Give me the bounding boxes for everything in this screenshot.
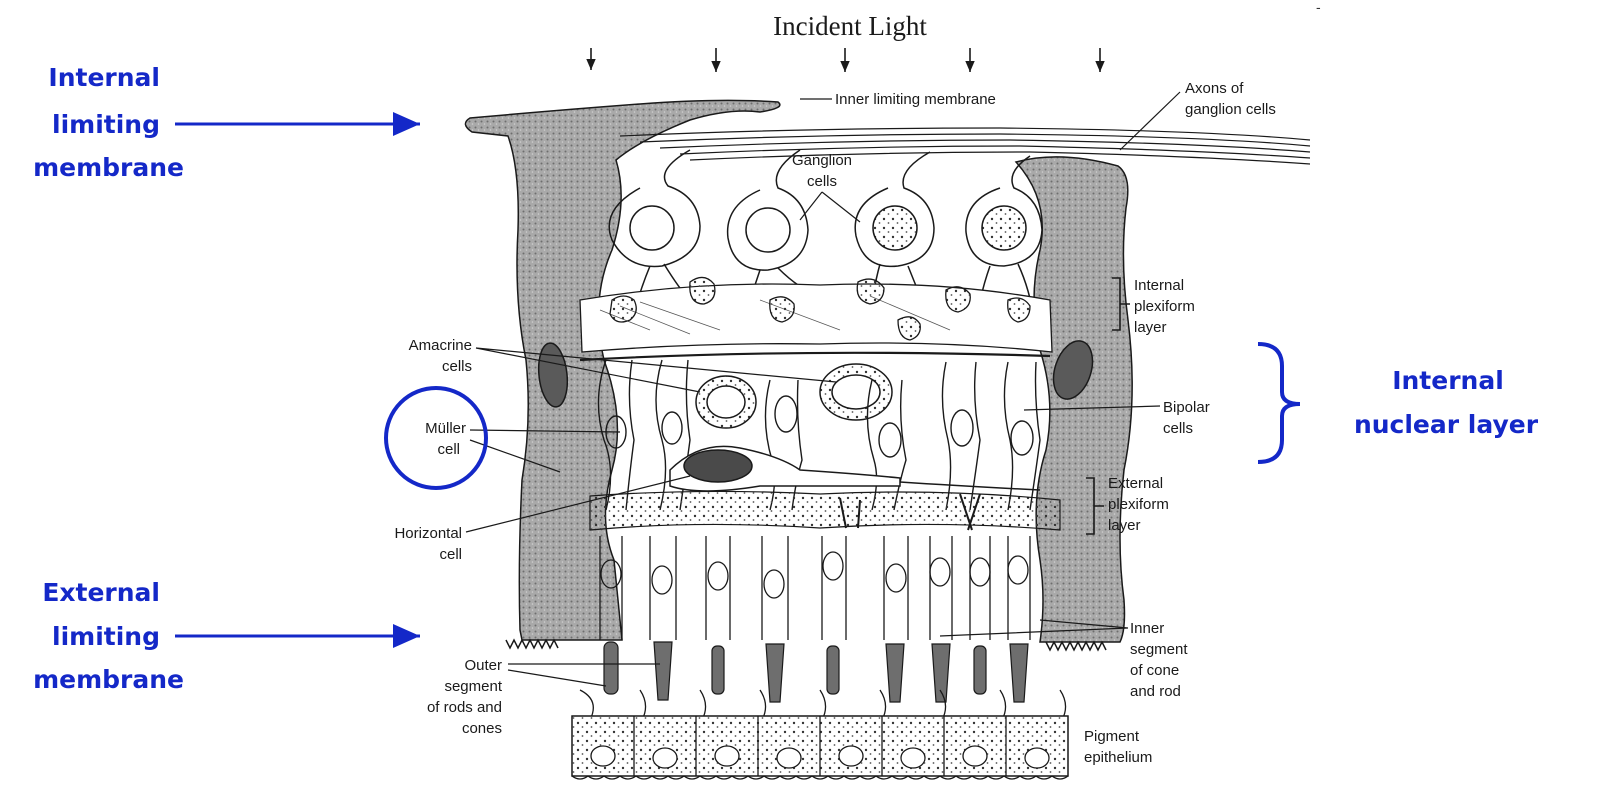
label-horizontal-line2: cell: [439, 546, 462, 563]
photoreceptor: [930, 536, 952, 640]
curly-brace: [1258, 344, 1300, 462]
bipolar-cell: [765, 380, 802, 510]
label-axons-line2: ganglion cells: [1185, 101, 1276, 118]
label-horizontal-line1: Horizontal: [394, 525, 462, 542]
outer-segments: [604, 642, 1028, 702]
annotation-internal-limiting-line1: Internal: [48, 63, 160, 92]
label-internal-plexiform-line2: plexiform: [1134, 298, 1195, 315]
incident-light: Incident Light -: [591, 0, 1321, 72]
label-ganglion-line1: Ganglion: [792, 152, 852, 169]
label-muller-line1: Müller: [425, 420, 466, 437]
label-outer-segment-line1: Outer: [464, 657, 502, 674]
external-plexiform-layer: [590, 491, 1060, 530]
label-inner-segment-line3: of cone: [1130, 662, 1179, 679]
label-outer-segment-line3: of rods and: [427, 699, 502, 716]
label-external-plexiform-line2: plexiform: [1108, 496, 1169, 513]
label-inner-segment-line1: Inner: [1130, 620, 1164, 637]
annotation-internal-nuclear-line2: nuclear layer: [1354, 410, 1539, 439]
annotation-external-limiting-line1: External: [42, 578, 160, 607]
annotations: Internal limiting membrane External limi…: [33, 63, 1539, 694]
photoreceptor: [970, 536, 990, 640]
label-outer-segment-line2: segment: [444, 678, 502, 695]
incident-light-title: Incident Light: [773, 11, 927, 41]
annotation-internal-nuclear-layer: Internal nuclear layer: [1258, 344, 1539, 462]
annotation-internal-limiting-line3: membrane: [33, 153, 184, 182]
label-outer-segment-line4: cones: [462, 720, 502, 737]
photoreceptor: [650, 536, 676, 640]
annotation-external-limiting-line2: limiting: [52, 622, 160, 651]
annotation-internal-limiting-line2: limiting: [52, 110, 160, 139]
bipolar-cell: [942, 362, 980, 510]
label-internal-plexiform-line1: Internal: [1134, 277, 1184, 294]
label-muller-line2: cell: [437, 441, 460, 458]
amacrine-cells: [696, 364, 892, 428]
label-inner-segment-line2: segment: [1130, 641, 1188, 658]
label-bipolar-line1: Bipolar: [1163, 399, 1210, 416]
annotation-external-limiting-membrane: External limiting membrane: [33, 578, 420, 694]
light-arrows: [591, 48, 1100, 72]
photoreceptor: [822, 536, 846, 640]
label-external-plexiform-line1: External: [1108, 475, 1163, 492]
label-inner-segment-line4: and rod: [1130, 683, 1181, 700]
photoreceptor: [762, 536, 788, 640]
label-ganglion-line2: cells: [807, 173, 837, 190]
internal-plexiform-layer: [580, 277, 1052, 360]
corner-tick: -: [1316, 0, 1321, 15]
pigment-epithelium: [572, 690, 1068, 779]
annotation-external-limiting-line3: membrane: [33, 665, 184, 694]
photoreceptor: [884, 536, 908, 640]
label-amacrine-line2: cells: [442, 358, 472, 375]
label-pigment-line2: epithelium: [1084, 749, 1152, 766]
label-amacrine-line1: Amacrine: [409, 337, 472, 354]
label-bipolar-line2: cells: [1163, 420, 1193, 437]
label-pigment-line1: Pigment: [1084, 728, 1140, 745]
horizontal-cell: [670, 446, 1040, 491]
photoreceptor-nuclei: [600, 536, 1030, 640]
axon-bundle: [620, 128, 1310, 164]
muller-highlight-circle: [386, 388, 486, 488]
label-inner-limiting-membrane: Inner limiting membrane: [835, 91, 996, 108]
label-internal-plexiform-line3: layer: [1134, 319, 1167, 336]
annotation-internal-nuclear-line1: Internal: [1392, 366, 1504, 395]
bipolar-cells: [598, 360, 1040, 510]
annotation-internal-limiting-membrane: Internal limiting membrane: [33, 63, 420, 182]
label-axons-line1: Axons of: [1185, 80, 1244, 97]
photoreceptor: [706, 536, 730, 640]
label-external-plexiform-line3: layer: [1108, 517, 1141, 534]
photoreceptor: [1008, 536, 1030, 640]
muller-cell-bodies: [465, 100, 1132, 650]
